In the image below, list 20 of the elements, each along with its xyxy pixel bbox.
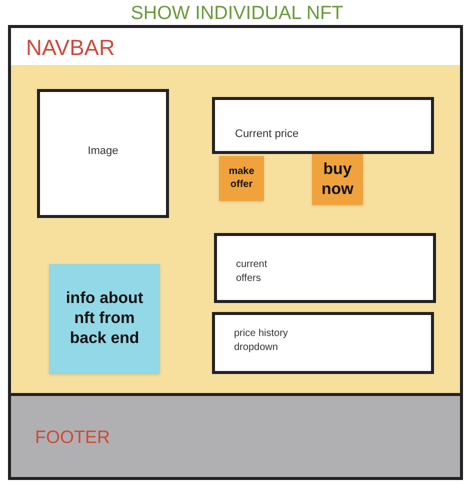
sticky-note-text: info about nft from back end	[64, 289, 144, 349]
footer-box	[8, 393, 463, 480]
history-box	[212, 312, 434, 374]
sticky-note	[312, 154, 363, 205]
navbar-box	[8, 25, 463, 68]
navbar-label: NAVBAR	[26, 34, 116, 62]
sticky-note	[219, 156, 264, 201]
history-label: price history dropdown	[234, 327, 289, 355]
image-box	[37, 89, 169, 218]
price-box	[212, 97, 434, 154]
footer-label: FOOTER	[35, 426, 111, 449]
offers-box	[214, 233, 436, 303]
image-label: Image	[88, 144, 118, 160]
sticky-note-text: buy now	[320, 160, 354, 200]
offers-label: current offers	[236, 258, 268, 286]
content-area	[8, 65, 463, 395]
sticky-note-text: make offer	[228, 166, 256, 191]
sticky-note	[49, 264, 160, 374]
diagram-title: SHOW INDIVIDUAL NFT	[130, 2, 344, 26]
price-label: Current price	[235, 127, 300, 142]
